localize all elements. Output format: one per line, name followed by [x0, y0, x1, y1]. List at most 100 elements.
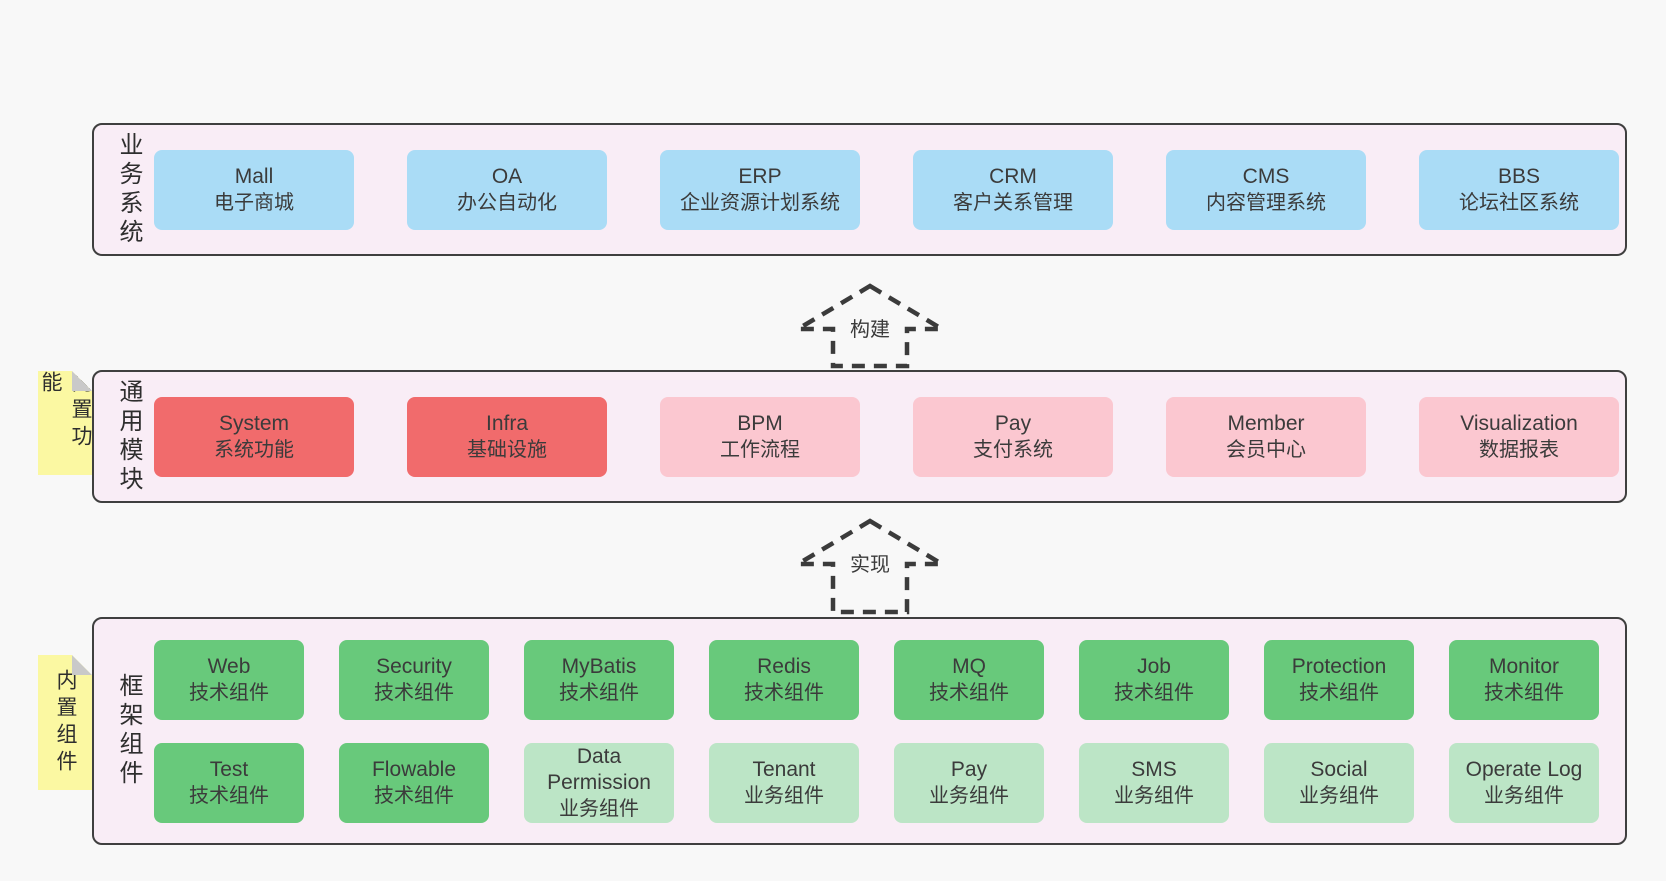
box-subtitle: 基础设施: [467, 438, 547, 461]
box-subtitle: 业务组件: [744, 784, 824, 807]
box-title: Member: [1227, 411, 1305, 435]
framework-box-job: Job 技术组件: [1079, 639, 1229, 720]
box-subtitle: 办公自动化: [457, 191, 557, 214]
framework-box-redis: Redis 技术组件: [709, 639, 859, 720]
common-modules-row: System 系统功能 Infra 基础设施 BPM 工作流程 Pay 支付系统…: [154, 396, 1619, 477]
module-box-bpm: BPM 工作流程: [660, 396, 860, 477]
box-title: Monitor: [1488, 654, 1560, 678]
framework-box-monitor: Monitor 技术组件: [1449, 639, 1599, 720]
builtin-features-sticky-note: 内置功能: [38, 371, 92, 475]
box-title: OA: [491, 164, 523, 188]
box-subtitle: 论坛社区系统: [1459, 191, 1579, 214]
box-subtitle: 技术组件: [1484, 681, 1564, 704]
framework-box-web: Web 技术组件: [154, 639, 304, 720]
box-subtitle: 技术组件: [189, 681, 269, 704]
box-title: Tenant: [752, 757, 816, 781]
box-subtitle: 技术组件: [744, 681, 824, 704]
common-modules-panel-label: 通用模块: [115, 378, 142, 495]
framework-components-panel-label: 框架组件: [115, 673, 142, 789]
module-box-pay: Pay 支付系统: [913, 396, 1113, 477]
box-subtitle: 会员中心: [1226, 438, 1306, 461]
business-systems-panel-label: 业务系统: [115, 131, 142, 248]
common-modules-panel: 通用模块 System 系统功能 Infra 基础设施 BPM 工作流程 Pay…: [92, 370, 1627, 503]
framework-components-row-2: Test 技术组件 Flowable 技术组件 Data Permission …: [154, 742, 1615, 823]
business-box-cms: CMS 内容管理系统: [1166, 149, 1366, 230]
dashed-up-arrow-icon: [795, 518, 945, 615]
box-title: Pay: [950, 757, 988, 781]
box-subtitle: 技术组件: [374, 784, 454, 807]
box-subtitle: 电子商城: [214, 191, 294, 214]
folded-corner-icon: [72, 371, 92, 391]
box-subtitle: 业务组件: [1299, 784, 1379, 807]
box-subtitle: 业务组件: [929, 784, 1009, 807]
build-arrow: 构建: [795, 283, 945, 369]
box-title: Visualization: [1460, 411, 1578, 435]
framework-box-mybatis: MyBatis 技术组件: [524, 639, 674, 720]
module-box-member: Member 会员中心: [1166, 396, 1366, 477]
dashed-up-arrow-icon: [795, 283, 945, 369]
box-title: SMS: [1131, 757, 1177, 781]
framework-box-sms: SMS 业务组件: [1079, 742, 1229, 823]
framework-box-social: Social 业务组件: [1264, 742, 1414, 823]
box-subtitle: 系统功能: [214, 438, 294, 461]
box-subtitle: 技术组件: [1299, 681, 1379, 704]
framework-components-row-1: Web 技术组件 Security 技术组件 MyBatis 技术组件 Redi…: [154, 639, 1615, 720]
framework-box-flowable: Flowable 技术组件: [339, 742, 489, 823]
box-title: CMS: [1242, 164, 1290, 188]
framework-box-security: Security 技术组件: [339, 639, 489, 720]
framework-box-pay: Pay 业务组件: [894, 742, 1044, 823]
box-subtitle: 业务组件: [1114, 784, 1194, 807]
box-subtitle: 技术组件: [559, 681, 639, 704]
box-title: Social: [1310, 757, 1368, 781]
box-title: MyBatis: [561, 654, 637, 678]
box-title: Flowable: [371, 757, 457, 781]
builtin-features-sticky-label: 内置功能: [39, 371, 92, 452]
box-title: CRM: [989, 164, 1037, 188]
module-box-visualization: Visualization 数据报表: [1419, 396, 1619, 477]
box-title: Operate Log: [1465, 757, 1583, 781]
box-title: BBS: [1497, 164, 1541, 188]
business-systems-rows: Mall 电子商城 OA 办公自动化 ERP 企业资源计划系统 CRM 客户关系…: [154, 149, 1619, 230]
box-title: Mall: [234, 164, 274, 188]
box-title: BPM: [737, 411, 783, 435]
box-title: Job: [1137, 654, 1171, 678]
box-subtitle: 业务组件: [1484, 784, 1564, 807]
box-subtitle: 企业资源计划系统: [680, 191, 840, 214]
box-title: Redis: [757, 654, 811, 678]
business-systems-row: Mall 电子商城 OA 办公自动化 ERP 企业资源计划系统 CRM 客户关系…: [154, 149, 1619, 230]
box-subtitle: 技术组件: [374, 681, 454, 704]
box-subtitle: 内容管理系统: [1206, 191, 1326, 214]
folded-corner-icon: [72, 655, 92, 675]
business-box-erp: ERP 企业资源计划系统: [660, 149, 860, 230]
box-subtitle: 客户关系管理: [953, 191, 1073, 214]
box-title: Pay: [994, 411, 1032, 435]
business-box-bbs: BBS 论坛社区系统: [1419, 149, 1619, 230]
box-title: Infra: [485, 411, 529, 435]
box-title: Data Permission: [547, 744, 651, 794]
box-title: Security: [376, 654, 452, 678]
business-box-crm: CRM 客户关系管理: [913, 149, 1113, 230]
box-title: Web: [207, 654, 251, 678]
box-title: Test: [209, 757, 249, 781]
framework-components-panel: 框架组件 Web 技术组件 Security 技术组件 MyBatis 技术组件…: [92, 617, 1627, 845]
business-box-mall: Mall 电子商城: [154, 149, 354, 230]
box-title: System: [218, 411, 289, 435]
implement-arrow: 实现: [795, 518, 945, 615]
framework-box-mq: MQ 技术组件: [894, 639, 1044, 720]
framework-box-operate-log: Operate Log 业务组件: [1449, 742, 1599, 823]
business-systems-panel: 业务系统 Mall 电子商城 OA 办公自动化 ERP 企业资源计划系统 CRM…: [92, 123, 1627, 256]
module-box-system: System 系统功能: [154, 396, 354, 477]
box-subtitle: 支付系统: [973, 438, 1053, 461]
framework-box-data-permission: Data Permission 业务组件: [524, 742, 674, 823]
box-title: MQ: [952, 654, 986, 678]
box-subtitle: 业务组件: [559, 797, 639, 820]
builtin-components-sticky-label: 内置组件: [54, 668, 77, 777]
business-box-oa: OA 办公自动化: [407, 149, 607, 230]
common-modules-rows: System 系统功能 Infra 基础设施 BPM 工作流程 Pay 支付系统…: [154, 396, 1619, 477]
framework-box-test: Test 技术组件: [154, 742, 304, 823]
box-subtitle: 技术组件: [1114, 681, 1194, 704]
box-subtitle: 工作流程: [720, 438, 800, 461]
module-box-infra: Infra 基础设施: [407, 396, 607, 477]
framework-box-tenant: Tenant 业务组件: [709, 742, 859, 823]
